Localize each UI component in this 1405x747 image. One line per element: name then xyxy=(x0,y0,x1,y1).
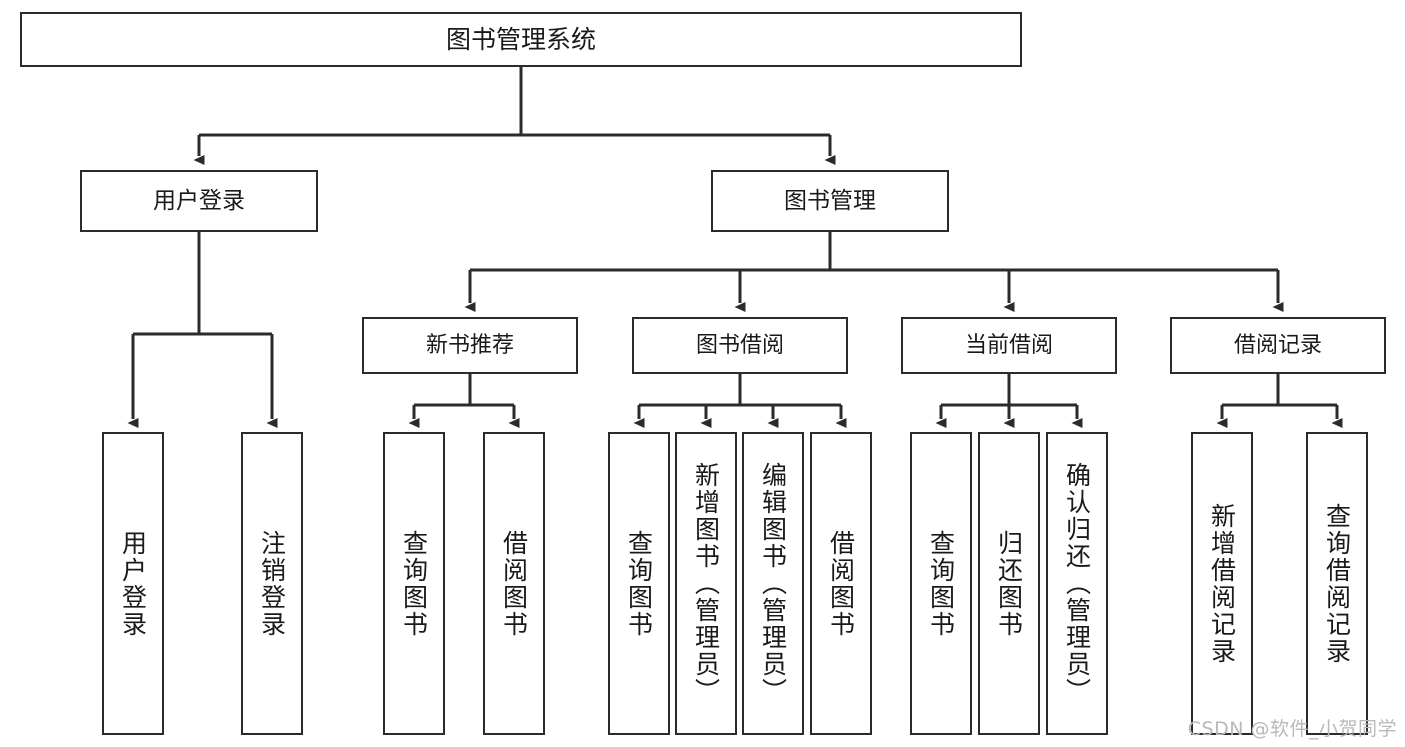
node-label: 注销登录 xyxy=(257,529,287,638)
node-new-book-recommend[interactable]: 新书推荐 xyxy=(362,317,578,374)
node-label: 编辑图书（管理员） xyxy=(758,462,788,705)
node-label: 图书管理系统 xyxy=(445,25,596,54)
leaf-user-logout[interactable]: 注销登录 xyxy=(241,432,303,735)
leaf-book-borrow-borrow-book[interactable]: 借阅图书 xyxy=(810,432,872,735)
node-label: 查询图书 xyxy=(624,529,654,638)
leaf-new-book-borrow-book[interactable]: 借阅图书 xyxy=(483,432,545,735)
watermark-text: CSDN @软件_小贺同学 xyxy=(1187,718,1397,740)
node-label: 当前借阅 xyxy=(964,332,1053,358)
leaf-current-borrow-query-book[interactable]: 查询图书 xyxy=(910,432,972,735)
node-label: 查询借阅记录 xyxy=(1322,502,1352,665)
leaf-borrow-record-add-record[interactable]: 新增借阅记录 xyxy=(1191,432,1253,735)
leaf-book-borrow-edit-book-admin[interactable]: 编辑图书（管理员） xyxy=(742,432,804,735)
node-current-borrow[interactable]: 当前借阅 xyxy=(901,317,1117,374)
node-book-borrow[interactable]: 图书借阅 xyxy=(632,317,848,374)
node-label: 确认归还（管理员） xyxy=(1062,462,1092,705)
node-label: 用户登录 xyxy=(153,187,245,214)
node-label: 新增图书（管理员） xyxy=(691,462,721,705)
node-label: 查询图书 xyxy=(399,529,429,638)
node-root-book-management-system[interactable]: 图书管理系统 xyxy=(20,12,1022,67)
leaf-new-book-query-book[interactable]: 查询图书 xyxy=(383,432,445,735)
node-label: 图书管理 xyxy=(784,187,876,214)
leaf-current-borrow-confirm-return-admin[interactable]: 确认归还（管理员） xyxy=(1046,432,1108,735)
node-user-login[interactable]: 用户登录 xyxy=(80,170,318,232)
leaf-current-borrow-return-book[interactable]: 归还图书 xyxy=(978,432,1040,735)
leaf-book-borrow-add-book-admin[interactable]: 新增图书（管理员） xyxy=(675,432,737,735)
node-book-management[interactable]: 图书管理 xyxy=(711,170,949,232)
node-label: 新书推荐 xyxy=(425,332,514,358)
node-label: 借阅记录 xyxy=(1233,332,1322,358)
leaf-book-borrow-query-book[interactable]: 查询图书 xyxy=(608,432,670,735)
node-borrow-record[interactable]: 借阅记录 xyxy=(1170,317,1386,374)
node-label: 归还图书 xyxy=(994,529,1024,638)
node-label: 新增借阅记录 xyxy=(1207,502,1237,665)
node-label: 查询图书 xyxy=(926,529,956,638)
node-label: 借阅图书 xyxy=(826,529,856,638)
node-label: 用户登录 xyxy=(118,529,148,638)
leaf-user-login[interactable]: 用户登录 xyxy=(102,432,164,735)
node-label: 借阅图书 xyxy=(499,529,529,638)
leaf-borrow-record-query-record[interactable]: 查询借阅记录 xyxy=(1306,432,1368,735)
node-label: 图书借阅 xyxy=(695,332,784,358)
